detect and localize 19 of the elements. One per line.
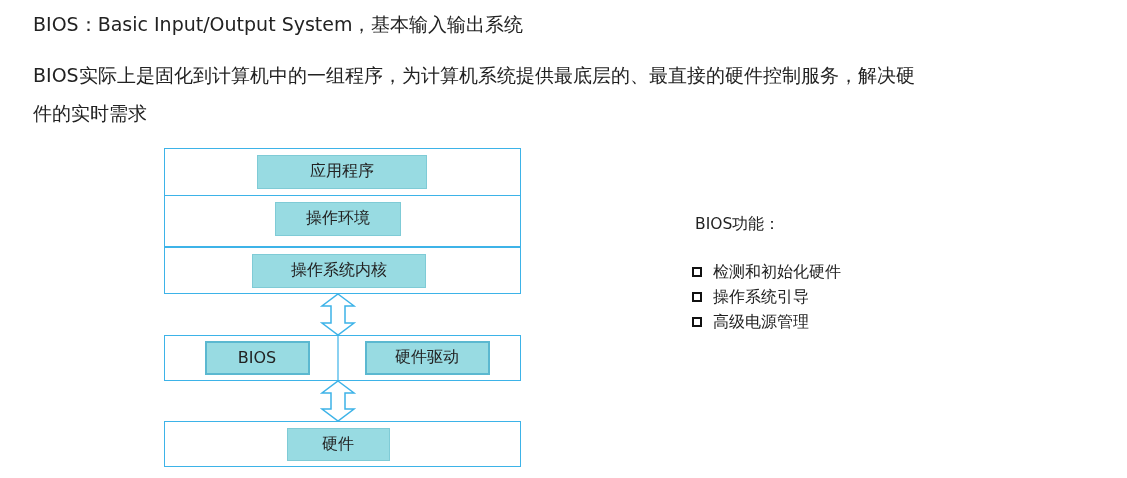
double-arrow bbox=[319, 380, 357, 422]
layer-box: 应用程序 bbox=[256, 154, 427, 189]
layer-band bbox=[164, 421, 521, 467]
layer-band bbox=[164, 195, 521, 247]
layer-box: BIOS bbox=[204, 340, 310, 375]
layer-box: 硬件 bbox=[286, 427, 390, 461]
layer-box: 操作系统内核 bbox=[251, 253, 426, 288]
layer-band bbox=[164, 148, 521, 196]
description-text: BIOS：Basic Input/Output System，基本输入输出系统 bbox=[33, 12, 524, 37]
list-item-text: 高级电源管理 bbox=[713, 311, 809, 333]
list-item-text: 操作系统引导 bbox=[713, 286, 809, 308]
list-item-text: 检测和初始化硬件 bbox=[713, 261, 841, 283]
section-heading: BIOS功能： bbox=[695, 214, 781, 235]
double-arrow bbox=[319, 293, 357, 336]
layer-box: 操作环境 bbox=[274, 201, 401, 236]
layer-box: 硬件驱动 bbox=[364, 340, 490, 375]
layer-band bbox=[164, 335, 521, 381]
layer-band bbox=[164, 247, 521, 294]
description-text: BIOS实际上是固化到计算机中的一组程序，为计算机系统提供最底层的、最直接的硬件控制服务，解决硬件的实时需求 bbox=[33, 63, 916, 126]
